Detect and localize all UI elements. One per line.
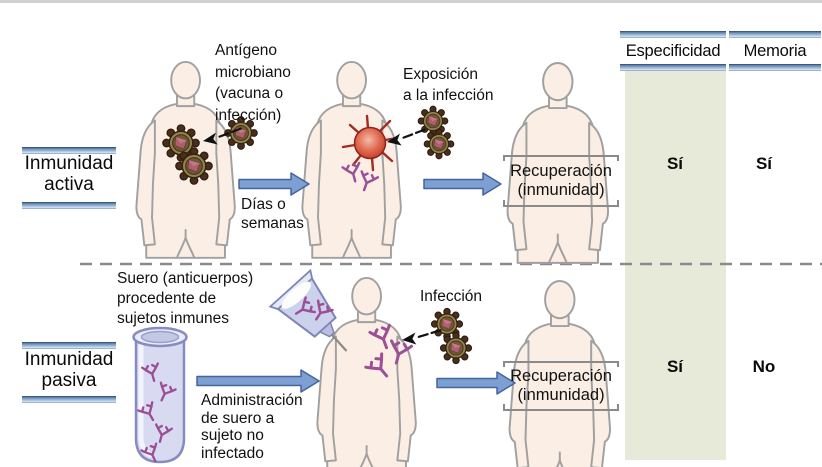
infection-annotation: Infección: [420, 288, 483, 305]
active-memoria-value: Sí: [755, 154, 773, 173]
flow-arrow-icon: [423, 172, 502, 196]
column-header-especificidad: Especificidad: [625, 42, 721, 60]
flow-arrow-icon: [196, 369, 320, 393]
pointer-arrow-icon: [400, 329, 443, 347]
recovery-bracket-top: [503, 155, 619, 161]
top-rule: [0, 0, 822, 3]
row-label-passive: Inmunidad pasiva: [24, 349, 114, 391]
flow-arrow-icon: [238, 172, 310, 196]
serum-annotation: Suero (anticuerpos) procedente de sujeto…: [117, 270, 254, 327]
recovery-annotation: Recuperación (inmunidad): [510, 367, 612, 404]
recovery-bracket-bottom: [503, 200, 619, 207]
exposure-annotation: Exposición a la infección: [403, 66, 494, 104]
antigen-annotation: Antígeno microbiano (vacuna o infección): [215, 42, 291, 124]
column-header-memoria: Memoria: [743, 42, 807, 60]
person-icon: [301, 60, 402, 259]
person-icon: [316, 276, 417, 467]
infected-cell-icon: [341, 114, 399, 172]
microbe-icon: [439, 331, 473, 365]
row-label-active: Inmunidad activa: [24, 153, 114, 195]
passive-memoria-value: No: [752, 357, 776, 376]
administration-annotation: Administración de suero a sujeto no infe…: [201, 392, 303, 462]
recovery-annotation: Recuperación (inmunidad): [510, 162, 612, 199]
recovery-bracket-bottom: [503, 404, 619, 411]
passive-label-bar-top: [22, 342, 116, 349]
memoria-header-bar-bottom: [729, 64, 821, 71]
syringe-icon: [268, 268, 348, 352]
especificidad-header-bar-top: [620, 31, 726, 38]
test-tube-icon: [132, 326, 188, 466]
recovery-bracket-top: [503, 361, 619, 367]
especificidad-header-bar-bottom: [620, 64, 726, 71]
passive-especificidad-value: Sí: [666, 357, 684, 376]
active-label-bar-top: [22, 147, 116, 154]
especificidad-column-highlight: [625, 71, 726, 460]
active-label-bar-bottom: [22, 202, 116, 209]
microbe-icon: [423, 128, 455, 160]
active-especificidad-value: Sí: [666, 154, 684, 173]
timeline-annotation: Días o semanas: [241, 196, 304, 232]
passive-label-bar-bottom: [22, 396, 116, 403]
microbe-icon: [174, 146, 214, 186]
memoria-header-bar-top: [729, 31, 821, 38]
